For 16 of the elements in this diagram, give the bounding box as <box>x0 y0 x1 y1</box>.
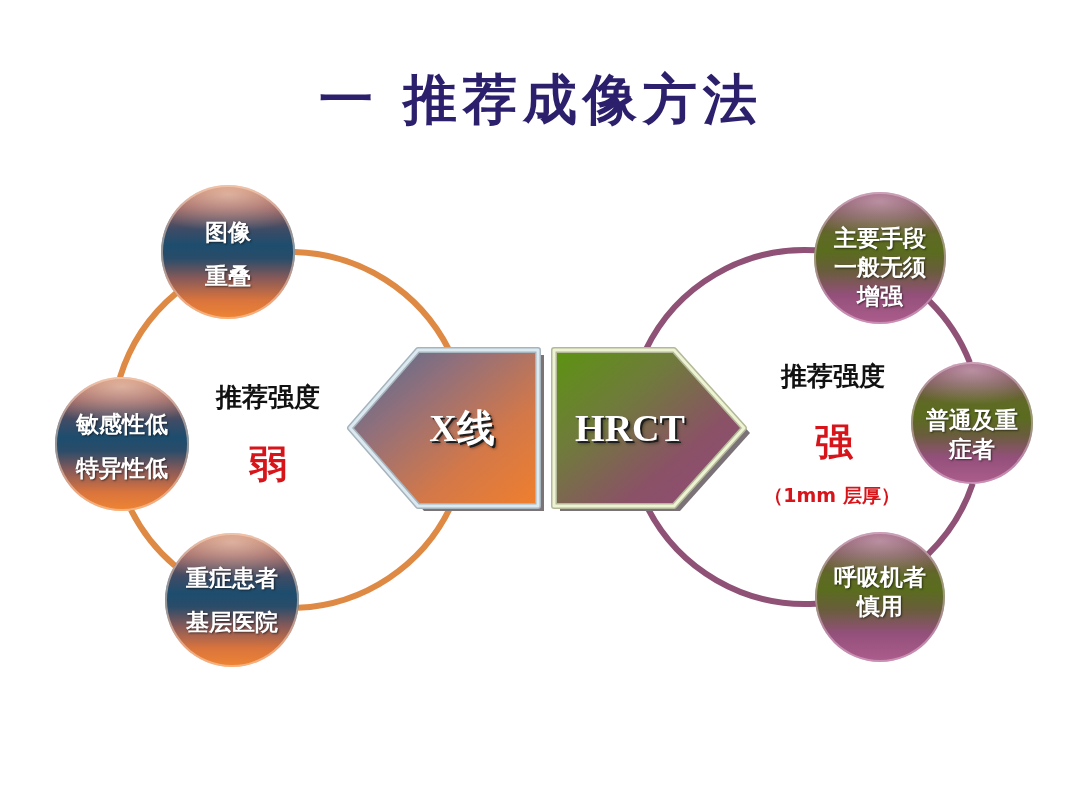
ring-arc <box>926 482 976 557</box>
feature-circle: 主要手段 一般无须增强 <box>814 192 946 324</box>
feature-circle: 呼吸机者慎用 <box>815 532 945 662</box>
title: 一 推荐成像方法 <box>318 72 764 126</box>
strength-value: 强 <box>815 421 853 465</box>
strength-value: 弱 <box>249 443 287 487</box>
thickness-note: （1mm 层厚） <box>764 485 900 507</box>
ring-arc <box>927 299 973 364</box>
feature-circle: 图像重叠 <box>161 185 295 319</box>
strength-label: 推荐强度 <box>781 362 885 392</box>
strength-label: 推荐强度 <box>216 383 320 413</box>
ring-arc <box>128 508 177 568</box>
feature-circle: 重症患者 基层医院 <box>165 533 299 667</box>
feature-circle: 普通及重症者 <box>911 362 1033 484</box>
feature-circle: 敏感性低 特异性低 <box>55 377 189 511</box>
ring-arc <box>117 291 178 379</box>
